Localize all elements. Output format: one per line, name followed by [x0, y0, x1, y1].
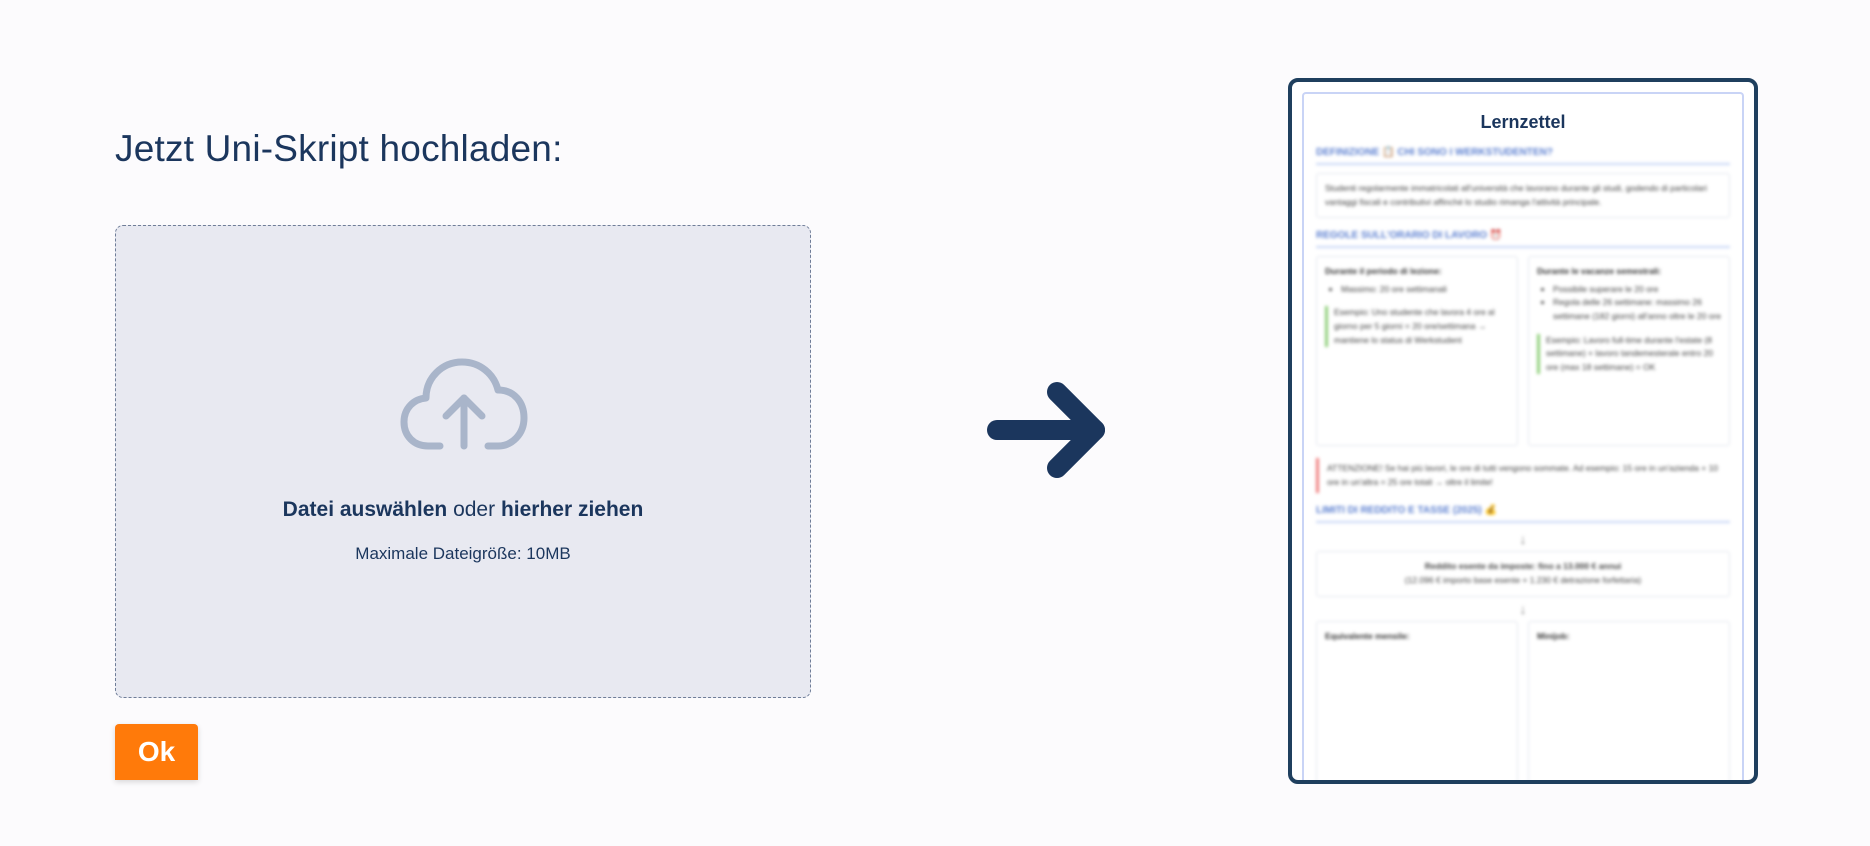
preview-definition: Studenti regolarmente immatricolati all'…	[1316, 173, 1730, 219]
preview-bottom-left: Equivalente mensile:	[1316, 620, 1518, 780]
col-item: Massimo: 20 ore settimanali	[1341, 283, 1509, 297]
down-arrow-icon: ↓	[1519, 600, 1527, 617]
dropzone-instruction: Datei auswählen oder hierher ziehen	[116, 498, 810, 522]
income-title: Reddito esente da imposte: fino a 13.000…	[1424, 561, 1622, 572]
preview-document: Lernzettel Definizione 📋 Chi sono i Werk…	[1302, 92, 1744, 780]
col-example: Esempio: Uno studente che lavora 4 ore a…	[1325, 306, 1509, 348]
preview-section-heading: Limiti di reddito e tasse (2025) 💰	[1316, 505, 1730, 524]
col-item: Possibile superare le 20 ore	[1553, 283, 1721, 297]
col-item: Regola delle 26 settimane: massimo 26 se…	[1553, 296, 1721, 323]
preview-income-box: Reddito esente da imposte: fino a 13.000…	[1316, 551, 1730, 597]
down-arrow-icon: ↓	[1519, 531, 1527, 548]
preview-section-heading: Regole sull'orario di lavoro ⏰	[1316, 230, 1730, 249]
preview-bottom-columns: Equivalente mensile: Minijob:	[1316, 620, 1730, 780]
preview-bottom-right: Minijob:	[1528, 620, 1730, 780]
preview-columns: Durante il periodo di lezione: Massimo: …	[1316, 256, 1730, 447]
preview-column-right: Durante le vacanze semestrali: Possibile…	[1528, 256, 1730, 447]
select-file-link[interactable]: Datei auswählen	[282, 498, 448, 521]
preview-column-left: Durante il periodo di lezione: Massimo: …	[1316, 256, 1518, 447]
preview-content: Definizione 📋 Chi sono i Werkstudenten? …	[1316, 147, 1730, 780]
bottom-left-title: Equivalente mensile:	[1325, 630, 1410, 641]
preview-warning: ATTENZIONE! Se hai più lavori, le ore di…	[1316, 458, 1730, 494]
lernzettel-preview: Lernzettel Definizione 📋 Chi sono i Werk…	[1288, 78, 1758, 784]
ok-button[interactable]: Ok	[115, 724, 198, 780]
page-title: Jetzt Uni-Skript hochladen:	[115, 128, 563, 169]
col-title: Durante il periodo di lezione:	[1325, 266, 1442, 277]
bottom-right-title: Minijob:	[1537, 630, 1570, 641]
preview-section-heading: Definizione 📋 Chi sono i Werkstudenten?	[1316, 147, 1730, 165]
cloud-upload-icon	[400, 358, 528, 450]
arrow-right-icon	[987, 382, 1105, 478]
col-example: Esempio: Lavoro full-time durante l'esta…	[1537, 333, 1721, 375]
preview-title: Lernzettel	[1480, 112, 1566, 132]
file-dropzone[interactable]: Datei auswählen oder hierher ziehen Maxi…	[115, 225, 811, 698]
max-file-size: Maximale Dateigröße: 10MB	[355, 544, 571, 563]
or-text: oder	[447, 498, 501, 521]
income-sub: (12.096 € importo base esente + 1.230 € …	[1404, 574, 1642, 585]
col-title: Durante le vacanze semestrali:	[1537, 266, 1662, 277]
drag-here-text: hierher ziehen	[500, 498, 644, 521]
